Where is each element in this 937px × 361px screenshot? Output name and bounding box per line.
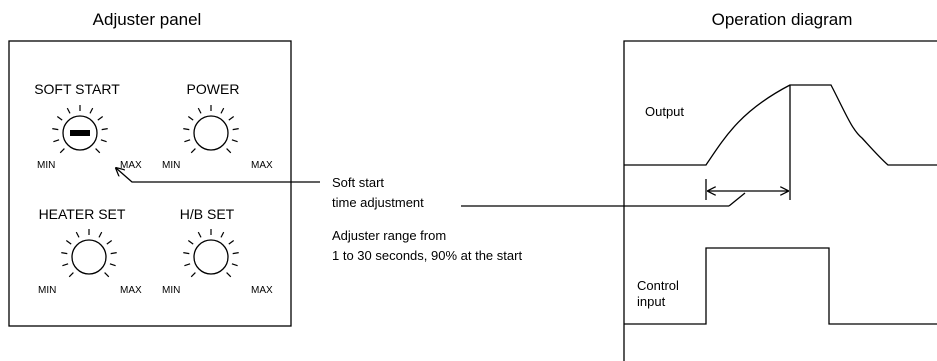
dial-tick <box>89 107 94 114</box>
heater-set-max-label: MAX <box>120 285 142 296</box>
dial-tick <box>65 240 72 245</box>
annotation-range-line2: 1 to 30 seconds, 90% at the start <box>332 248 522 263</box>
dial-tick <box>184 263 191 267</box>
hb-set-label: H/B SET <box>180 206 235 222</box>
dial-tick <box>187 240 194 245</box>
leader-arrow-to-knob <box>116 168 320 183</box>
soft-start-knob[interactable]: SOFT START MIN MAX <box>34 81 142 171</box>
dial-tick <box>66 107 71 114</box>
leader-line-slant <box>728 192 746 207</box>
dial-tick <box>232 128 239 131</box>
dial-tick <box>220 231 225 238</box>
power-label: POWER <box>187 81 240 97</box>
dial-tick <box>183 252 190 255</box>
soft-start-min-label: MIN <box>37 160 55 171</box>
dial-tick <box>231 139 238 143</box>
dial-tick <box>75 231 80 238</box>
dial-tick <box>104 272 110 278</box>
dial-tick <box>98 231 103 238</box>
power-dial[interactable] <box>193 115 229 151</box>
annotation-time-adjustment: time adjustment <box>332 195 424 210</box>
dial-tick <box>109 263 116 267</box>
operation-diagram-title: Operation diagram <box>712 10 853 29</box>
dial-tick <box>52 128 59 131</box>
dial-tick <box>97 116 104 121</box>
operation-diagram-frame <box>623 40 937 361</box>
dial-tick <box>190 148 196 154</box>
adjuster-panel-title: Adjuster panel <box>93 10 202 29</box>
dial-tick <box>231 263 238 267</box>
dial-tick <box>59 148 65 154</box>
soft-start-dial[interactable] <box>62 115 98 151</box>
dial-tick <box>183 128 190 131</box>
dial-tick <box>106 240 113 245</box>
dial-tick <box>197 231 202 238</box>
dial-tick <box>226 148 232 154</box>
dial-tick <box>184 139 191 143</box>
dial-tick <box>197 107 202 114</box>
dial-tick <box>187 116 194 121</box>
heater-set-knob[interactable]: HEATER SET MIN MAX <box>38 206 142 296</box>
heater-set-min-label: MIN <box>38 285 56 296</box>
adjuster-panel-frame <box>8 40 292 327</box>
soft-start-label: SOFT START <box>34 81 120 97</box>
hb-set-knob[interactable]: H/B SET MIN MAX <box>162 206 273 296</box>
output-waveform <box>624 84 937 166</box>
control-input-label-line1: Control <box>637 278 679 293</box>
dial-tick <box>220 107 225 114</box>
dial-tick <box>62 263 69 267</box>
dial-tick <box>190 272 196 278</box>
output-label: Output <box>645 104 684 119</box>
dial-tick <box>68 272 74 278</box>
control-input-waveform <box>624 247 937 325</box>
power-min-label: MIN <box>162 160 180 171</box>
annotation-range-line1: Adjuster range from <box>332 228 446 243</box>
soft-start-max-label: MAX <box>120 160 142 171</box>
power-knob[interactable]: POWER MIN MAX <box>162 81 273 171</box>
heater-set-label: HEATER SET <box>39 206 126 222</box>
dial-tick <box>228 240 235 245</box>
hb-set-dial[interactable] <box>193 239 229 275</box>
dial-tick <box>228 116 235 121</box>
dial-tick <box>100 139 107 143</box>
hb-set-min-label: MIN <box>162 285 180 296</box>
screwdriver-slot-icon <box>70 130 90 136</box>
annotation-soft-start: Soft start <box>332 175 384 190</box>
dial-tick <box>226 272 232 278</box>
dial-tick <box>232 252 239 255</box>
control-input-label-line2: input <box>637 294 666 309</box>
power-max-label: MAX <box>251 160 273 171</box>
dial-tick <box>101 128 108 131</box>
dial-tick <box>95 148 101 154</box>
dial-tick <box>56 116 63 121</box>
heater-set-dial[interactable] <box>71 239 107 275</box>
hb-set-max-label: MAX <box>251 285 273 296</box>
dial-tick <box>61 252 68 255</box>
dial-tick <box>110 252 117 255</box>
dial-tick <box>53 139 60 143</box>
